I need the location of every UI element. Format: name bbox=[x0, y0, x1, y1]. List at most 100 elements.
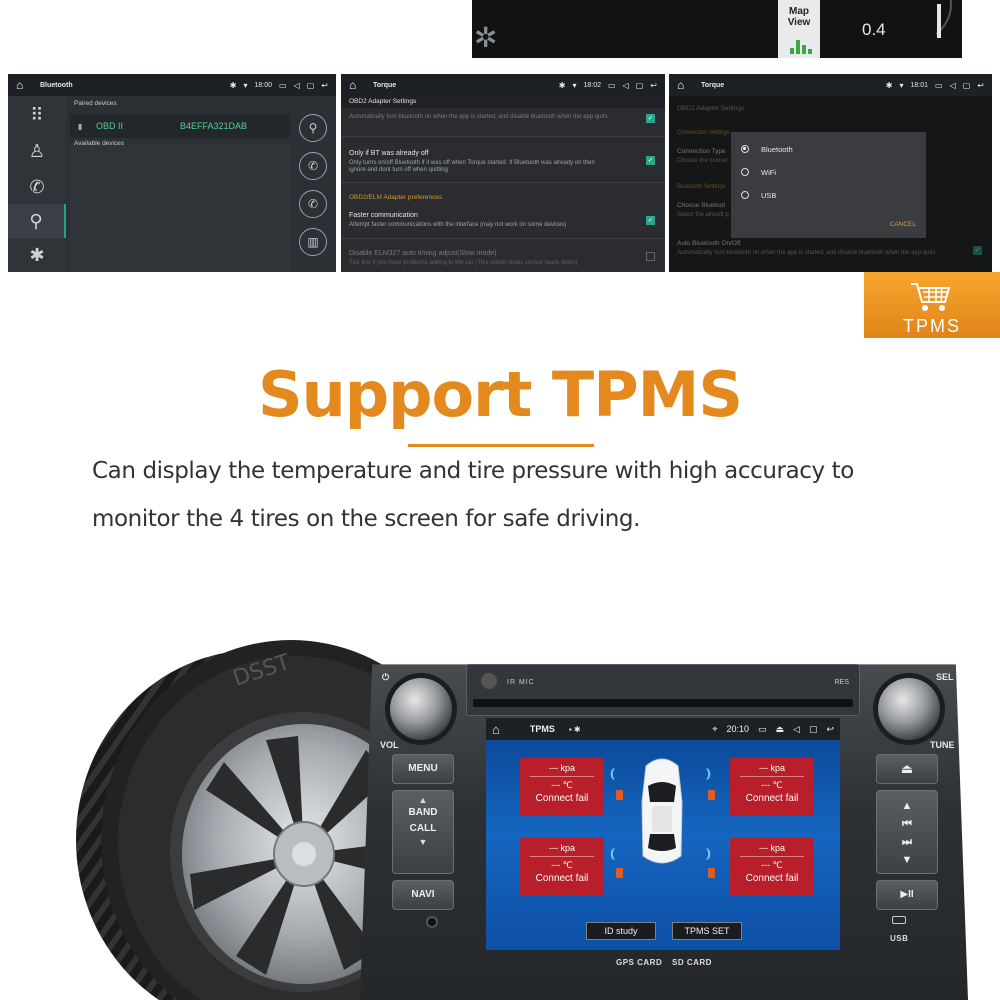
window-icon[interactable]: ▢ bbox=[962, 80, 971, 90]
option-bluetooth[interactable]: Bluetooth bbox=[741, 142, 793, 156]
section-header: OBD2 Adapter Settings bbox=[341, 96, 665, 108]
available-devices-panel bbox=[70, 144, 290, 272]
app-title: Torque bbox=[373, 81, 397, 89]
play-pause-button[interactable]: ▶II bbox=[876, 880, 938, 910]
back-icon[interactable]: ↩ bbox=[650, 80, 657, 90]
navi-button[interactable]: NAVI bbox=[392, 880, 454, 910]
clock: 18:00 bbox=[254, 81, 273, 89]
signal-wave-icon: (( bbox=[610, 766, 615, 780]
volume-knob[interactable] bbox=[390, 678, 452, 740]
screen-icon[interactable]: ▭ bbox=[279, 80, 287, 90]
option-wifi[interactable]: WiFi bbox=[741, 165, 776, 179]
app-title: Torque bbox=[701, 81, 725, 89]
band-call-button[interactable]: ▲ BAND CALL ▼ bbox=[392, 790, 454, 874]
badge-label: TPMS bbox=[902, 316, 961, 336]
map-view-label: Map View bbox=[787, 6, 811, 28]
home-icon[interactable]: ⌂ bbox=[677, 78, 685, 92]
volume-icon[interactable]: ◁ bbox=[622, 80, 629, 90]
option-label: Bluetooth bbox=[761, 144, 793, 154]
setting-title: Faster communication bbox=[349, 212, 418, 219]
down-arrow-icon[interactable]: ▼ bbox=[418, 837, 428, 847]
menu-button[interactable]: MENU bbox=[392, 754, 454, 784]
tire-indicator-icon bbox=[708, 790, 715, 800]
tire-status: Connect fail bbox=[745, 873, 799, 884]
option-label: WiFi bbox=[761, 167, 776, 177]
status-bar: ⌂ Torque ✱ ▾ 18:02 ▭ ◁ ▢ ↩ bbox=[341, 74, 665, 96]
tire-front-right: --- kpa --- ℃ Connect fail bbox=[730, 758, 814, 816]
eject-disc-icon[interactable] bbox=[481, 673, 497, 689]
volume-icon[interactable]: ◁ bbox=[949, 80, 956, 90]
bluetooth-settings-icon[interactable]: ✱ bbox=[29, 244, 45, 265]
location-icon: ⌖ bbox=[712, 723, 718, 734]
back-icon[interactable]: ↩ bbox=[321, 80, 328, 90]
slow-mode-checkbox[interactable] bbox=[646, 252, 655, 261]
previous-track-icon[interactable]: ⏮ bbox=[902, 818, 912, 830]
up-arrow-icon[interactable]: ▲ bbox=[418, 795, 428, 805]
option-label: USB bbox=[761, 190, 777, 200]
next-track-icon[interactable]: ⏭ bbox=[902, 836, 912, 848]
back-icon[interactable]: ↩ bbox=[977, 80, 984, 90]
home-icon[interactable]: ⌂ bbox=[492, 721, 500, 737]
tire-temperature: --- ℃ bbox=[761, 780, 783, 790]
call-log-icon[interactable]: ✆ bbox=[29, 176, 45, 197]
gauge-reading: 0.4 bbox=[862, 20, 886, 39]
volume-icon[interactable]: ◁ bbox=[793, 723, 800, 734]
phone-icon: ▮ bbox=[78, 121, 83, 131]
tpms-set-button[interactable]: TPMS SET bbox=[672, 922, 742, 940]
dialpad-icon[interactable]: ⠿ bbox=[30, 104, 44, 125]
ir-mic-label: IR MIC bbox=[507, 679, 535, 686]
tire-pressure: --- kpa bbox=[758, 843, 785, 853]
volume-icon[interactable]: ◁ bbox=[293, 80, 300, 90]
clock: 20:10 bbox=[726, 724, 749, 734]
vol-label: VOL bbox=[380, 740, 399, 750]
only-bt-checkbox[interactable]: ✓ bbox=[646, 156, 655, 165]
window-icon[interactable]: ▢ bbox=[635, 80, 644, 90]
window-icon[interactable]: ▢ bbox=[808, 723, 818, 734]
tire-pressure: --- kpa bbox=[758, 763, 785, 773]
gear-icon[interactable]: ✲ bbox=[474, 22, 498, 53]
setting-title: Disable ELM327 auto timing adjust(Slow m… bbox=[349, 250, 497, 257]
home-icon[interactable]: ⌂ bbox=[16, 78, 24, 92]
connection-type-dialog: Bluetooth WiFi USB CANCEL bbox=[731, 132, 926, 238]
option-usb[interactable]: USB bbox=[741, 188, 776, 202]
tune-label: TUNE bbox=[930, 740, 955, 750]
cancel-button[interactable]: CANCEL bbox=[889, 222, 916, 228]
gauge-needle bbox=[937, 4, 941, 38]
search-devices-button[interactable]: ⚲ bbox=[299, 114, 327, 142]
faster-comm-checkbox[interactable]: ✓ bbox=[646, 216, 655, 225]
auto-bt-checkbox[interactable]: ✓ bbox=[646, 114, 655, 123]
bt-action-column: ⚲ ✆ ✆ ▥ bbox=[290, 96, 336, 272]
status-bar: ⌂ Bluetooth ✱ ▾ 18:00 ▭ ◁ ▢ ↩ bbox=[8, 74, 336, 96]
search-icon[interactable]: ⚲ bbox=[8, 204, 66, 238]
back-icon[interactable]: ↩ bbox=[826, 723, 834, 734]
disconnect-phone-button[interactable]: ✆ bbox=[299, 190, 327, 218]
tune-knob[interactable] bbox=[878, 678, 940, 740]
eject-button[interactable]: ⏏ bbox=[876, 754, 938, 784]
sel-label: SEL bbox=[936, 672, 954, 682]
band-label: BAND bbox=[408, 807, 438, 818]
screen-icon[interactable]: ▭ bbox=[935, 80, 943, 90]
torque-connection-screenshot: ⌂ Torque ✱ ▾ 18:01 ▭ ◁ ▢ ↩ OBD2 Adapter … bbox=[669, 74, 992, 272]
tire-status: Connect fail bbox=[535, 793, 589, 804]
tire-pressure: --- kpa bbox=[548, 843, 575, 853]
description-line: Can display the temperature and tire pre… bbox=[92, 458, 854, 484]
screen-icon[interactable]: ▭ bbox=[608, 80, 616, 90]
clock: 18:01 bbox=[910, 81, 929, 89]
screen-icon[interactable]: ▭ bbox=[757, 723, 767, 734]
gauge-dial bbox=[832, 0, 952, 50]
connect-phone-button[interactable]: ✆ bbox=[299, 152, 327, 180]
up-arrow-icon[interactable]: ▲ bbox=[901, 800, 913, 812]
paired-device-row[interactable]: ▮ OBD II B4EFFA321DAB bbox=[70, 114, 290, 138]
setting-description: ignore and dont turn off when quitting bbox=[349, 167, 448, 173]
status-bar: ⌂ TPMS ▪ ✱ ⌖ 20:10 ▭ ⏏ ◁ ▢ ↩ bbox=[486, 718, 840, 740]
id-study-button[interactable]: ID study bbox=[586, 922, 656, 940]
contacts-icon[interactable]: ♙ bbox=[28, 140, 46, 161]
eject-icon[interactable]: ⏏ bbox=[775, 723, 785, 734]
tire-status: Connect fail bbox=[535, 873, 589, 884]
track-control-button[interactable]: ▲ ⏮ ⏭ ▼ bbox=[876, 790, 938, 874]
window-icon[interactable]: ▢ bbox=[306, 80, 315, 90]
tire-temperature: --- ℃ bbox=[551, 860, 573, 870]
delete-icon[interactable]: ▥ bbox=[299, 228, 327, 256]
home-icon[interactable]: ⌂ bbox=[349, 78, 357, 92]
down-arrow-icon[interactable]: ▼ bbox=[901, 854, 913, 866]
